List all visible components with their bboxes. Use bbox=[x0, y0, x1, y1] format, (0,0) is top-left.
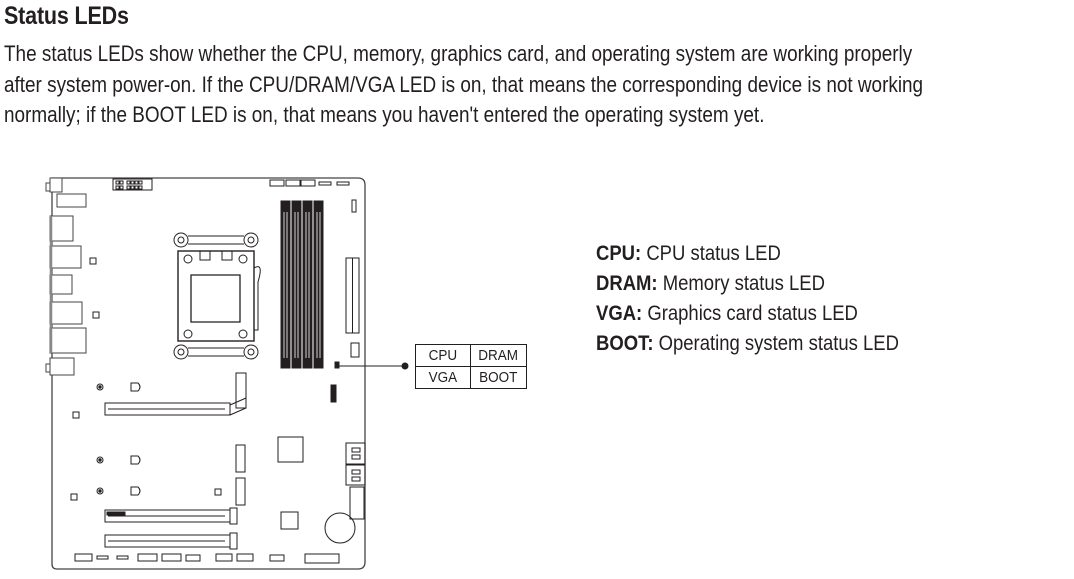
status-led-indicator bbox=[334, 361, 340, 369]
legend-item: CPU: CPU status LED bbox=[596, 239, 899, 269]
pcie-x16-slot-2 bbox=[104, 507, 238, 525]
small-square bbox=[214, 488, 222, 496]
rear-io-panel bbox=[45, 177, 87, 376]
fan-headers-top bbox=[269, 179, 357, 213]
legend-item: BOOT: Operating system status LED bbox=[596, 329, 899, 359]
m2-slot bbox=[330, 384, 337, 403]
usb-header bbox=[350, 342, 360, 358]
legend-key: VGA: bbox=[596, 302, 643, 325]
dimm-slots bbox=[280, 200, 324, 369]
leader-dot bbox=[401, 362, 409, 370]
cmos-battery bbox=[324, 512, 356, 544]
table-row: VGA BOOT bbox=[415, 366, 527, 389]
sata-ports bbox=[345, 442, 366, 520]
legend-key: DRAM: bbox=[596, 272, 658, 295]
legend-key: BOOT: bbox=[596, 332, 654, 355]
m2-standoffs bbox=[96, 382, 141, 496]
legend-item: VGA: Graphics card status LED bbox=[596, 299, 899, 329]
pcie-x16-slot-1 bbox=[104, 372, 247, 416]
led-dram-label: DRAM bbox=[470, 344, 527, 367]
cpu-socket bbox=[173, 232, 261, 360]
board-outline bbox=[51, 177, 366, 570]
small-square bbox=[92, 311, 100, 319]
cpu-power-connector bbox=[112, 178, 153, 191]
small-square bbox=[70, 493, 78, 501]
atx-power-connector bbox=[345, 257, 360, 334]
legend-key: CPU: bbox=[596, 242, 642, 265]
table-row: CPU DRAM bbox=[415, 344, 527, 367]
legend-desc: Memory status LED bbox=[657, 272, 825, 295]
chipset bbox=[277, 436, 304, 463]
legend-desc: Operating system status LED bbox=[653, 332, 899, 355]
legend-desc: CPU status LED bbox=[641, 242, 781, 265]
bottom-headers bbox=[74, 553, 340, 564]
legend-desc: Graphics card status LED bbox=[642, 302, 858, 325]
paragraph-line: normally; if the BOOT LED is on, that me… bbox=[4, 102, 765, 127]
led-legend: CPU: CPU status LED DRAM: Memory status … bbox=[596, 239, 899, 359]
pcie-x16-slot-3 bbox=[104, 532, 238, 550]
paragraph-line: The status LEDs show whether the CPU, me… bbox=[4, 41, 913, 66]
small-square bbox=[89, 257, 97, 265]
legend-item: DRAM: Memory status LED bbox=[596, 269, 899, 299]
led-boot-label: BOOT bbox=[470, 366, 527, 389]
pcie-slot-vertical bbox=[235, 444, 246, 506]
led-vga-label: VGA bbox=[415, 366, 471, 389]
section-title: Status LEDs bbox=[4, 2, 129, 30]
paragraph-line: after system power-on. If the CPU/DRAM/V… bbox=[4, 71, 924, 97]
small-square bbox=[72, 411, 80, 419]
description-paragraph: The status LEDs show whether the CPU, me… bbox=[4, 39, 923, 131]
led-layout-table: CPU DRAM VGA BOOT bbox=[415, 344, 527, 389]
led-cpu-label: CPU bbox=[415, 344, 471, 367]
chip bbox=[280, 511, 299, 530]
